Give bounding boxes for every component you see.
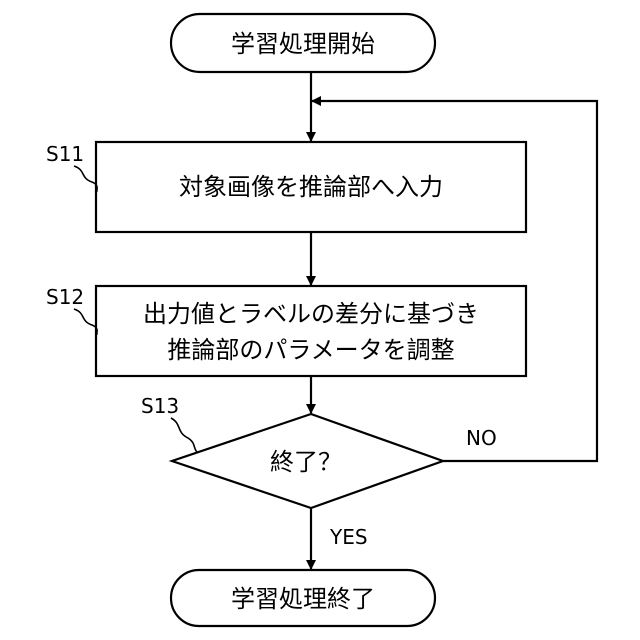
process-s12: 出力値とラベルの差分に基づき 推論部のパラメータを調整 <box>96 286 526 376</box>
start-terminal: 学習処理開始 <box>171 14 435 72</box>
yes-label: YES <box>329 525 368 549</box>
s12-text-line2: 推論部のパラメータを調整 <box>167 336 454 364</box>
decision-text: 終了？ <box>270 448 342 476</box>
s12-label: S12 <box>46 285 84 309</box>
s11-text: 対象画像を推論部へ入力 <box>179 173 443 201</box>
s13-label: S13 <box>141 394 179 418</box>
s12-text-line1: 出力値とラベルの差分に基づき <box>143 300 479 328</box>
end-terminal: 学習処理終了 <box>171 570 435 626</box>
start-text: 学習処理開始 <box>231 30 375 58</box>
end-text: 学習処理終了 <box>231 585 375 613</box>
s13-leader <box>171 418 197 452</box>
s12-leader <box>74 309 97 335</box>
decision-s13: 終了？ <box>172 414 443 508</box>
process-s11: 対象画像を推論部へ入力 <box>96 142 526 232</box>
s11-leader <box>74 166 97 192</box>
s11-label: S11 <box>46 142 84 166</box>
no-label: NO <box>466 426 497 450</box>
